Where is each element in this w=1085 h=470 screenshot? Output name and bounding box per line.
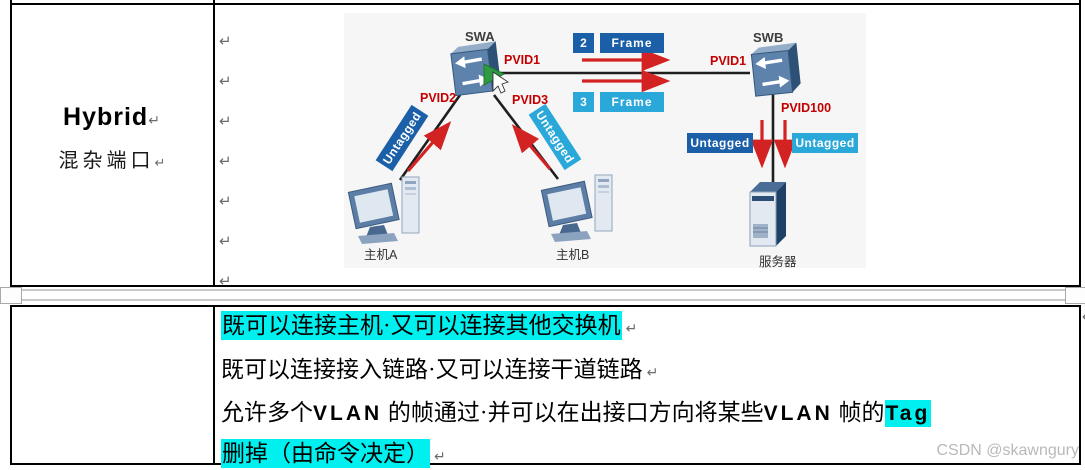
swb-pvid1-label: PVID1: [710, 54, 747, 68]
note-line-1: 既可以连接主机·又可以连接其他交换机↵: [221, 306, 1077, 350]
vlan2-number: 2: [573, 33, 594, 53]
table2-right-border: [1079, 305, 1081, 465]
paragraph-mark: ↵: [219, 272, 232, 290]
swb-device-label: SWB: [753, 30, 784, 45]
table2-column-divider: [213, 305, 215, 465]
server-label: 服务器: [759, 255, 797, 269]
empty-paragraph-marks: ↵ ↵ ↵ ↵ ↵ ↵ ↵: [219, 21, 232, 301]
vlan-network-diagram: SWA SWB PVID1 PVID2 PVID3 PVID1 PVID100 …: [344, 13, 866, 269]
frame-flow-arrows: [406, 48, 797, 173]
tag-term-highlighted: Tag: [884, 400, 932, 427]
server-icon: [749, 182, 786, 247]
host-b-label: 主机B: [556, 248, 590, 262]
highlighted-text: 删掉（由命令决定）: [221, 438, 430, 468]
vlan-term: VLAN: [313, 402, 383, 425]
paragraph-mark: ↵: [434, 448, 446, 465]
note-text: 既可以连接接入链路·又可以连接干道链路: [221, 356, 643, 382]
note-text-segment: 帧的: [832, 400, 885, 425]
host-a-icon: [347, 176, 420, 244]
paragraph-mark: ↵: [148, 113, 161, 129]
paragraph-mark: ↵: [219, 152, 232, 170]
switch-icon-swb: [750, 42, 801, 97]
swa-pvid1-label: PVID1: [504, 53, 541, 67]
paragraph-mark: ↵: [219, 72, 232, 90]
swb-pvid100-label: PVID100: [781, 101, 832, 115]
vlan3-frame-label: Frame: [600, 92, 664, 112]
swa-pvid3-label: PVID3: [512, 93, 549, 107]
switch-icon-swa: [450, 41, 501, 97]
table-resize-handle-right[interactable]: [1065, 287, 1085, 304]
swa-device-label: SWA: [465, 29, 495, 44]
note-line-3: 允许多个VLAN 的帧通过·并可以在出接口方向将某些VLAN 帧的Tag: [221, 393, 1077, 434]
table-split-line-bottom: [0, 299, 1085, 301]
paragraph-mark: ↵: [646, 364, 659, 381]
paragraph-mark: ↵: [219, 192, 232, 210]
table1-column-divider: [213, 0, 215, 287]
table2-bottom-border: [10, 463, 1081, 465]
host-b-icon: [540, 174, 613, 242]
vlan2-frame-label: Frame: [600, 33, 664, 53]
table1-right-border: [1079, 0, 1081, 287]
table2-top-border: [10, 305, 1081, 307]
swa-pvid2-label: PVID2: [420, 91, 457, 105]
host-a-label: 主机A: [364, 248, 398, 262]
hybrid-subtitle-text: 混杂端口: [58, 150, 155, 172]
table-split-line-top: [0, 289, 1085, 291]
vlan3-number: 3: [573, 92, 594, 112]
note-text-segment: 允许多个: [221, 400, 313, 425]
note-text-segment: 的帧通过·并可以在出接口方向将某些: [382, 400, 764, 425]
table1-bottom-border: [10, 285, 1081, 287]
hybrid-header-cell: Hybrid↵ 混杂端口↵: [12, 103, 212, 173]
cursor-icon: [483, 63, 510, 94]
table2-left-border: [10, 305, 12, 465]
hybrid-title: Hybrid↵: [12, 103, 212, 132]
table-resize-handle-left[interactable]: [0, 287, 22, 304]
table1-top-border: [10, 3, 1081, 5]
note-line-4: 删掉（由命令决定）↵: [221, 434, 1077, 470]
paragraph-mark: ↵: [1082, 310, 1085, 325]
table1-left-border: [10, 0, 12, 287]
highlighted-text: 既可以连接主机·又可以连接其他交换机: [221, 311, 622, 340]
vlan-term: VLAN: [763, 402, 833, 425]
paragraph-mark: ↵: [219, 32, 232, 50]
paragraph-mark: ↵: [219, 232, 232, 250]
paragraph-mark: ↵: [154, 156, 166, 171]
hybrid-title-text: Hybrid: [63, 103, 149, 131]
note-line-2: 既可以连接接入链路·又可以连接干道链路↵: [221, 350, 1077, 394]
vlan3-frame-badge: 3 Frame: [573, 92, 664, 112]
vlan2-frame-badge: 2 Frame: [573, 33, 664, 53]
untagged-label-server-left: Untagged: [687, 133, 753, 153]
hybrid-notes-cell: 既可以连接主机·又可以连接其他交换机↵ 既可以连接接入链路·又可以连接干道链路↵…: [221, 306, 1077, 470]
hybrid-subtitle: 混杂端口↵: [12, 144, 212, 173]
diagram-graphics: [347, 41, 801, 247]
paragraph-mark: ↵: [625, 321, 638, 337]
paragraph-mark: ↵: [219, 112, 232, 130]
csdn-watermark: CSDN @skawngury: [936, 442, 1080, 459]
untagged-label-server-right: Untagged: [792, 133, 858, 153]
